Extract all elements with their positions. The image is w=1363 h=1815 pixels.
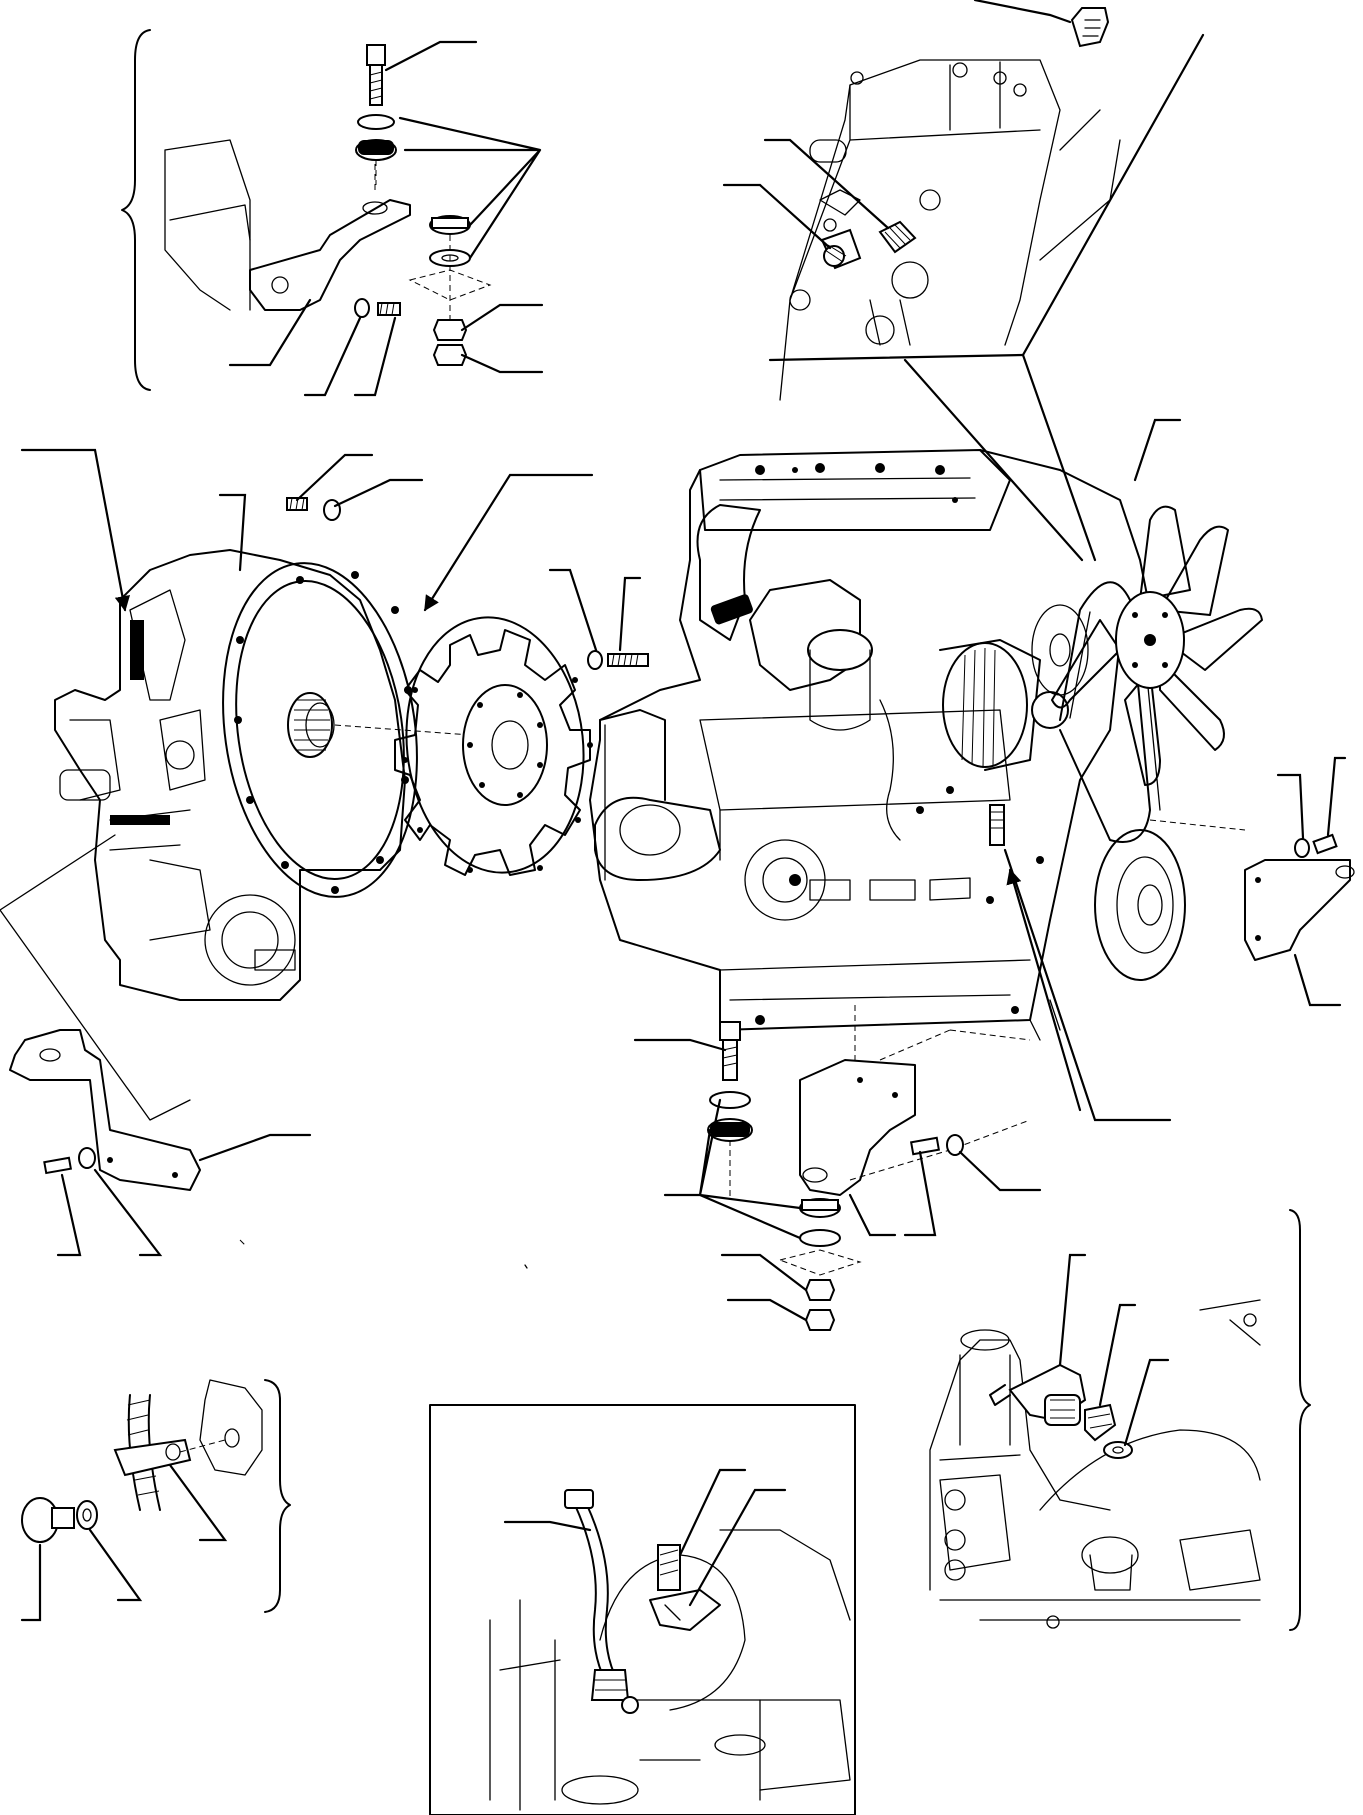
sender-detail-top bbox=[722, 0, 1205, 562]
harness-clamp-detail bbox=[20, 1379, 291, 1622]
front-engine-bracket bbox=[9, 1029, 312, 1257]
transmission-housing bbox=[0, 448, 594, 1121]
sender-detail-bottom bbox=[929, 1209, 1311, 1631]
engine-mount-detail-bottom bbox=[633, 1005, 1042, 1331]
cooling-fan bbox=[1051, 505, 1263, 786]
engine-assembly bbox=[589, 418, 1186, 1122]
flywheel bbox=[394, 568, 649, 876]
misc-leader-lines bbox=[239, 1239, 528, 1269]
sensor-inset bbox=[429, 1404, 856, 1815]
inset-frame bbox=[429, 1404, 856, 1815]
detail-brace-left bbox=[121, 29, 151, 391]
engine-mount-detail-top-left bbox=[121, 29, 544, 397]
rear-engine-mount-right bbox=[1149, 756, 1355, 1007]
